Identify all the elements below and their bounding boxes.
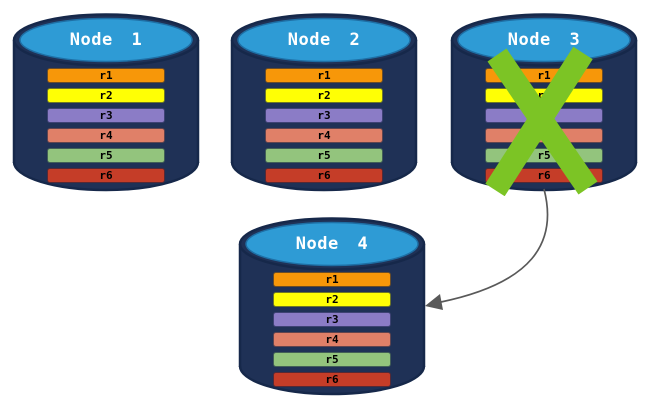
replica-row-r1: r1 [265,68,383,83]
replica-row-r6: r6 [273,372,391,387]
replica-row-r6: r6 [47,168,165,183]
replica-row-r3: r3 [265,108,383,123]
failure-x-icon [485,46,598,196]
replica-row-r2: r2 [273,292,391,307]
replica-row-r5: r5 [273,352,391,367]
replica-rows: r1 r2 r3 r4 r5 r6 [47,68,165,183]
node-title: Node 2 [287,30,361,50]
node-1: Node 1 r1 r2 r3 r4 r5 r6 [10,8,202,196]
replica-row-r2: r2 [265,88,383,103]
node-title: Node 1 [69,30,143,50]
replica-row-r3: r3 [47,108,165,123]
replica-row-r4: r4 [47,128,165,143]
replica-row-r1: r1 [47,68,165,83]
replica-row-r3: r3 [273,312,391,327]
replica-row-r4: r4 [273,332,391,347]
replica-row-r5: r5 [47,148,165,163]
replica-rows: r1 r2 r3 r4 r5 r6 [265,68,383,183]
node-4: Node 4 r1 r2 r3 r4 r5 r6 [236,212,428,400]
replica-row-r5: r5 [265,148,383,163]
replica-row-r2: r2 [47,88,165,103]
node-2: Node 2 r1 r2 r3 r4 r5 r6 [228,8,420,196]
replica-row-r1: r1 [273,272,391,287]
replica-row-r6: r6 [265,168,383,183]
node-title: Node 4 [295,234,369,254]
node-title: Node 3 [507,30,581,50]
replica-row-r4: r4 [265,128,383,143]
replica-rows: r1 r2 r3 r4 r5 r6 [273,272,391,387]
